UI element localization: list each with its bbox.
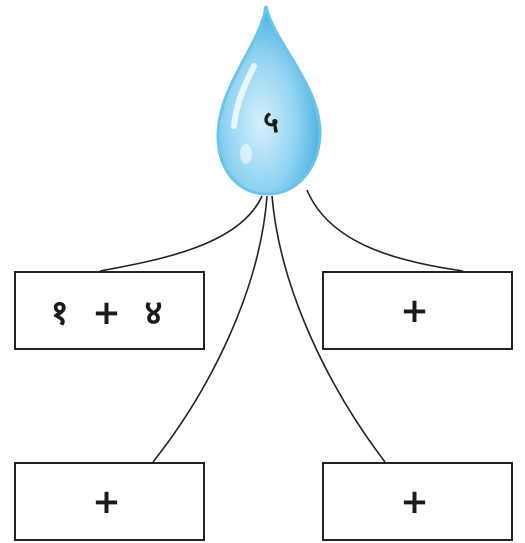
water-drop-icon bbox=[216, 5, 322, 196]
connector-line-bottom-left bbox=[152, 195, 268, 463]
connector-line-top-left bbox=[99, 195, 263, 272]
sum-box-top-right: + bbox=[322, 271, 513, 350]
sum-box-top-left: १ + ४ bbox=[14, 271, 205, 350]
drop-number: ५ bbox=[263, 105, 279, 140]
sum-box-bottom-right: + bbox=[322, 462, 513, 541]
connector-line-top-right bbox=[306, 189, 464, 272]
sum-box-bottom-left: + bbox=[14, 462, 205, 541]
connector-line-bottom-right bbox=[271, 195, 386, 463]
